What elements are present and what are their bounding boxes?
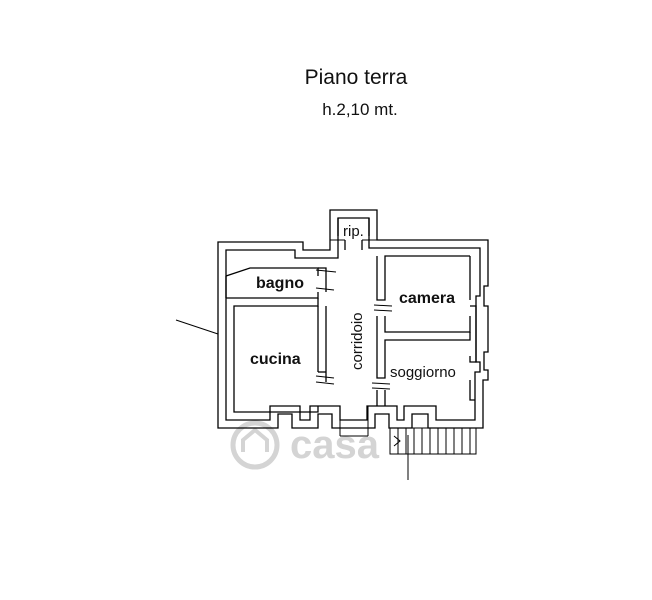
- room-label-soggiorno: soggiorno: [390, 364, 456, 381]
- watermark-text: casa: [290, 423, 380, 467]
- exterior-lines: [175, 319, 409, 480]
- watermark: casa: [230, 420, 380, 470]
- room-label-bagno: bagno: [256, 275, 304, 292]
- door-marks: [315, 239, 393, 428]
- plan-height-note: h.2,10 mt.: [322, 100, 398, 119]
- room-label-corridoio: corridoio: [349, 312, 366, 370]
- watermark-logo-icon: [230, 420, 280, 470]
- plan-title: Piano terra: [304, 66, 408, 89]
- exterior-stairs: [389, 427, 477, 455]
- room-label-ripostiglio: rip.: [343, 223, 364, 240]
- room-label-cucina: cucina: [250, 351, 301, 368]
- interior-walls: [225, 218, 477, 413]
- room-label-camera: camera: [399, 290, 455, 307]
